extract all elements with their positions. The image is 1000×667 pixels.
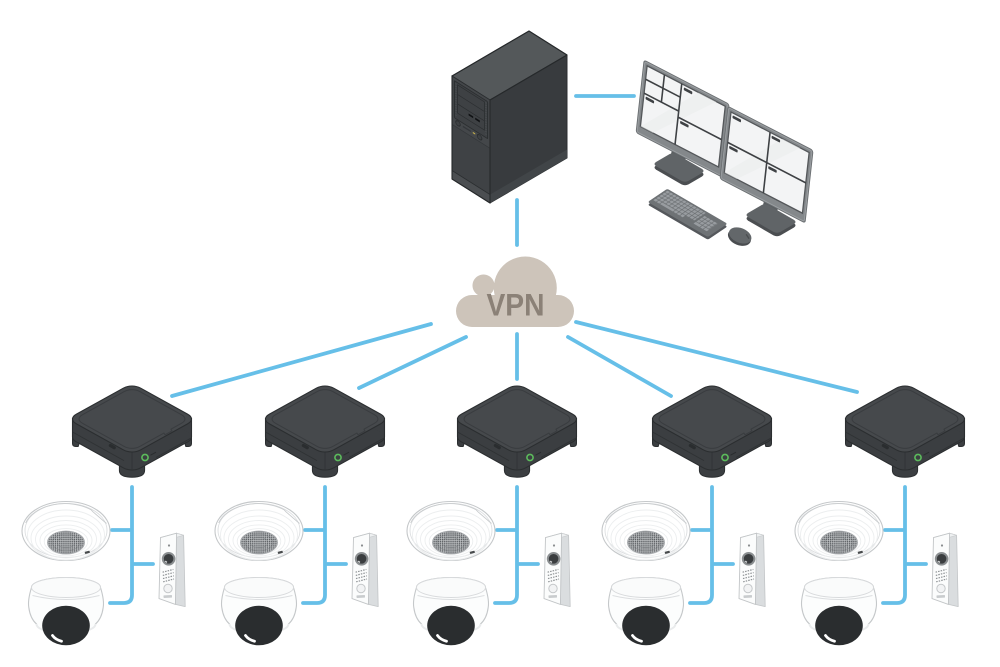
site-1-dome-camera <box>27 576 105 647</box>
site-2-dome-camera <box>220 576 298 647</box>
connection-lines <box>170 94 859 398</box>
vpn-cloud: VPN <box>456 256 574 327</box>
site-3-dome-camera <box>412 576 490 647</box>
site-1-door-station <box>158 532 187 608</box>
site-4-dome-camera <box>607 576 685 647</box>
site-2-ceiling-speaker <box>214 500 304 562</box>
site-5-dome-camera <box>800 576 878 647</box>
recording-server <box>451 30 568 204</box>
cloud-shape <box>456 256 574 327</box>
monitor-1-splitview <box>643 74 722 145</box>
site-4-recorder <box>651 385 773 479</box>
site-4 <box>601 385 773 647</box>
mouse <box>727 227 752 246</box>
link-vpn-site-5 <box>574 320 859 394</box>
site-5-ceiling-speaker <box>794 500 884 562</box>
site-5 <box>794 385 966 647</box>
monitor-2-splitview <box>727 131 806 194</box>
sites <box>21 385 966 647</box>
site-2-door-station <box>351 532 380 608</box>
site-2 <box>214 385 386 647</box>
link-vpn-site-4 <box>566 335 673 398</box>
site-1 <box>21 385 193 647</box>
server-power-button <box>455 120 461 127</box>
link-vpn-site-2 <box>357 335 468 390</box>
site-5-door-station <box>931 532 960 608</box>
site-3-recorder <box>456 385 578 479</box>
viewing-workstation <box>635 59 814 246</box>
site-5-links <box>881 485 928 605</box>
site-1-links <box>108 485 155 605</box>
monitor-1-stand <box>654 150 704 186</box>
monitor-2 <box>719 105 814 224</box>
keyboard <box>648 189 727 240</box>
site-1-ceiling-speaker <box>21 500 111 562</box>
monitor-2-pane-labels <box>729 115 781 173</box>
site-3-links <box>493 485 540 605</box>
site-4-ceiling-speaker <box>601 500 691 562</box>
monitor-1-pane-labels <box>645 87 693 128</box>
site-1-recorder <box>71 385 193 479</box>
server-front-panel <box>451 75 491 204</box>
server-led <box>472 131 476 135</box>
monitor-1 <box>635 59 731 178</box>
site-4-door-station <box>738 532 767 608</box>
site-4-links <box>688 485 735 605</box>
vpn-cloud-label: VPN <box>487 287 545 323</box>
site-2-links <box>301 485 348 605</box>
site-3-door-station <box>543 532 572 608</box>
site-5-recorder <box>844 385 966 479</box>
site-2-recorder <box>264 385 386 479</box>
site-3-ceiling-speaker <box>406 500 496 562</box>
site-3 <box>406 385 578 647</box>
link-vpn-site-1 <box>170 322 433 398</box>
monitor-2-stand <box>746 201 796 237</box>
